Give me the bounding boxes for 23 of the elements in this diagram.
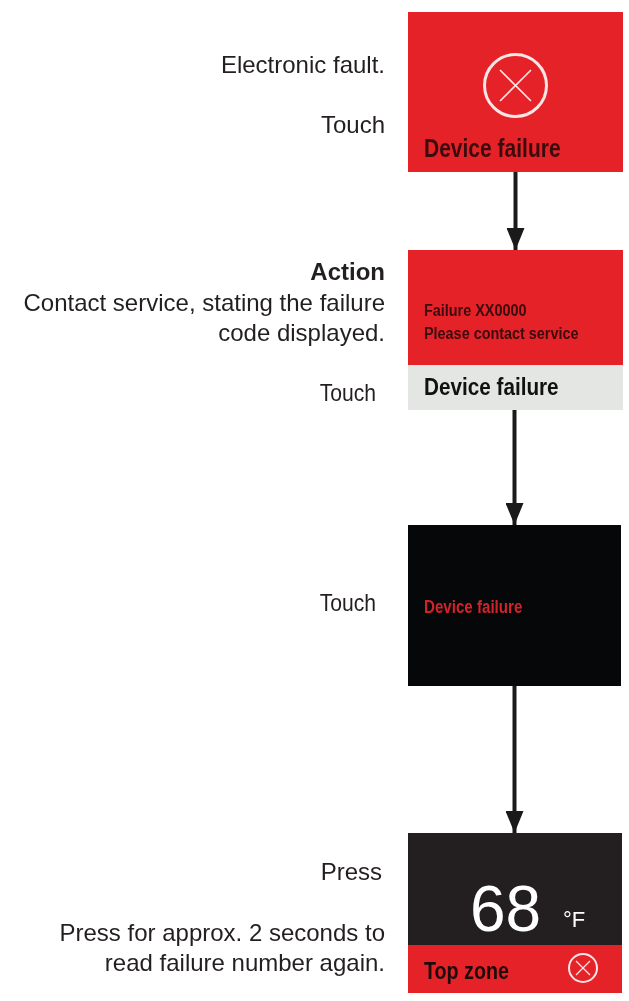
arrow [505, 410, 524, 525]
action-heading: Action [309, 257, 385, 287]
arrow [506, 172, 525, 250]
temperature-value: 68 [470, 873, 542, 947]
instruction-text: Press for approx. 2 seconds to read failure number again. [58, 918, 385, 978]
instruction-text: Touch [319, 110, 385, 140]
display-screen [408, 833, 622, 993]
status-message: Device failure [424, 597, 523, 618]
instruction-text: Touch [318, 378, 376, 408]
status-message: Device failure [424, 134, 561, 164]
display-screen [408, 250, 623, 410]
status-message: Device failure [424, 374, 559, 401]
error-message: Please contact service [424, 325, 579, 344]
error-code: Failure XX0000 [424, 302, 527, 321]
instruction-text: Electronic fault. [219, 50, 385, 80]
temperature-unit: °F [563, 906, 586, 933]
zone-label: Top zone [424, 956, 509, 985]
display-screen [408, 525, 621, 686]
instruction-text: Press [319, 857, 382, 887]
display-screen [408, 12, 623, 172]
instruction-text: Contact service, stating the failure code displayed. [22, 288, 385, 348]
instruction-text: Touch [318, 588, 376, 618]
arrow [505, 686, 524, 833]
